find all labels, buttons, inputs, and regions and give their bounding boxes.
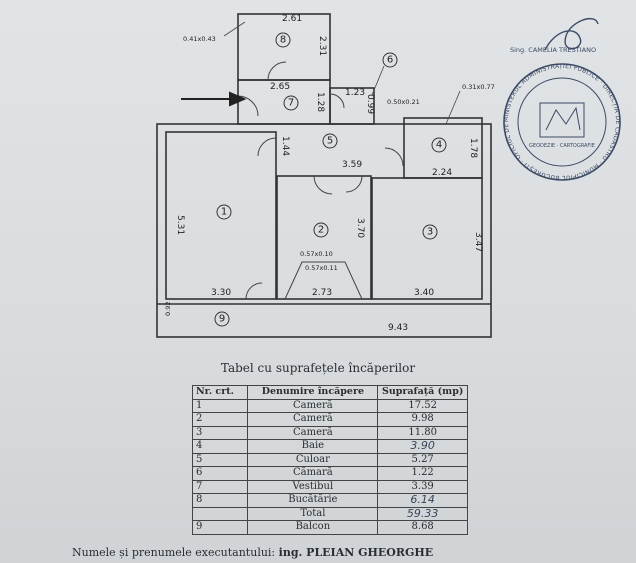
dimension-note: 0.31x0.77	[462, 83, 495, 91]
cell-nr	[191, 506, 249, 521]
cell-area: 6.14	[377, 493, 468, 508]
signature: Sing. CAMELIA TRESTIANO	[510, 18, 599, 54]
table-header-row: Nr. crt. Denumire încăpere Suprafață (mp…	[191, 385, 468, 400]
cell-nr: 2	[191, 412, 249, 427]
room-number: 6	[387, 55, 393, 66]
official-stamp: MINISTERUL ADMINISTRAȚIEI PUBLICE · DIRE…	[0, 0, 621, 181]
cell-room: Cameră	[247, 398, 379, 413]
svg-text:GEODEZIE · CARTOGRAFIE: GEODEZIE · CARTOGRAFIE	[529, 143, 595, 149]
cell-nr: 9	[191, 520, 249, 535]
cell-room: Baie	[247, 439, 379, 454]
cell-area: 17.52	[377, 398, 468, 413]
room-number: 2	[318, 225, 324, 236]
total-value: 59.33	[377, 506, 468, 521]
cell-room: Culoar	[247, 452, 379, 467]
cell-area: 11.80	[377, 425, 468, 440]
cell-room: Cămară	[247, 466, 379, 481]
table-title: Tabel cu suprafețele încăperilor	[220, 361, 416, 375]
total-label: Total	[247, 506, 379, 521]
cell-nr: 1	[191, 398, 249, 413]
dimension-note: 0.57x0.10	[300, 250, 333, 258]
cell-nr: 8	[191, 493, 249, 508]
balcony-label: Balcon	[247, 520, 379, 535]
dimension-label: 0.99	[365, 94, 375, 114]
cell-nr: 4	[191, 439, 249, 454]
dimension-label: 1.28	[315, 92, 325, 112]
room-number: 3	[427, 227, 433, 238]
executant-line: Numele și prenumele executantului: ing. …	[72, 546, 433, 559]
dimension-label: 1.44	[280, 136, 290, 156]
header-area: Suprafață (mp)	[377, 385, 468, 400]
cell-room: Cameră	[247, 412, 379, 427]
room-number: 5	[327, 136, 333, 147]
balcony-value: 8.68	[377, 520, 468, 535]
dimension-label: 2.31	[317, 36, 327, 56]
dimension-label: 3.70	[355, 218, 365, 238]
dimension-label: 2.24	[432, 168, 452, 178]
cell-nr: 3	[191, 425, 249, 440]
room-number: 9	[219, 314, 225, 325]
dimension-label: 9.43	[388, 323, 408, 333]
cell-room: Cameră	[247, 425, 379, 440]
svg-text:MINISTERUL ADMINISTRAȚIEI PUBL: MINISTERUL ADMINISTRAȚIEI PUBLICE · DIRE…	[0, 0, 621, 181]
dimension-label: 1.78	[468, 138, 478, 158]
cell-nr: 7	[191, 479, 249, 494]
cell-area: 3.39	[377, 479, 468, 494]
dimension-label: 3.47	[473, 232, 483, 252]
dimension-label: 0.92	[164, 302, 172, 316]
dimension-note: 0.57x0.11	[305, 264, 338, 272]
cell-area: 9.98	[377, 412, 468, 427]
cell-room: Bucătărie	[247, 493, 379, 508]
dimension-label: 1.23	[345, 88, 365, 98]
svg-text:Sing. CAMELIA TRESTIANO: Sing. CAMELIA TRESTIANO	[510, 46, 596, 54]
header-nr: Nr. crt.	[191, 385, 249, 400]
dimension-label: 3.59	[342, 160, 362, 170]
dimension-note: 0.41x0.43	[183, 35, 216, 43]
cell-nr: 5	[191, 452, 249, 467]
dimension-label: 3.40	[414, 288, 434, 298]
executant-label: Numele și prenumele executantului:	[72, 546, 276, 559]
room-number: 4	[436, 140, 442, 151]
header-room-name: Denumire încăpere	[247, 385, 379, 400]
cell-room: Vestibul	[247, 479, 379, 494]
dimension-label: 3.30	[211, 288, 231, 298]
room-number: 1	[221, 207, 227, 218]
dimension-label: 5.31	[175, 215, 185, 235]
cell-area: 3.90	[377, 439, 468, 454]
cell-area: 5.27	[377, 452, 468, 467]
executant-name: ing. PLEIAN GHEORGHE	[278, 546, 434, 559]
dimension-label: 2.65	[270, 82, 290, 92]
dimension-label: 2.73	[312, 288, 332, 298]
floor-plan: 1 2 3 4 5 6 7 8 9 9.43 5.31 3.30 2.73 3.…	[0, 0, 621, 338]
dimension-label: 2.61	[282, 14, 302, 24]
dimension-note: 0.50x0.21	[387, 98, 420, 106]
room-area-table: Nr. crt. Denumire încăpere Suprafață (mp…	[191, 385, 468, 535]
room-number: 8	[280, 35, 286, 46]
cell-area: 1.22	[377, 466, 468, 481]
room-number: 7	[288, 98, 294, 109]
cell-nr: 6	[191, 466, 249, 481]
